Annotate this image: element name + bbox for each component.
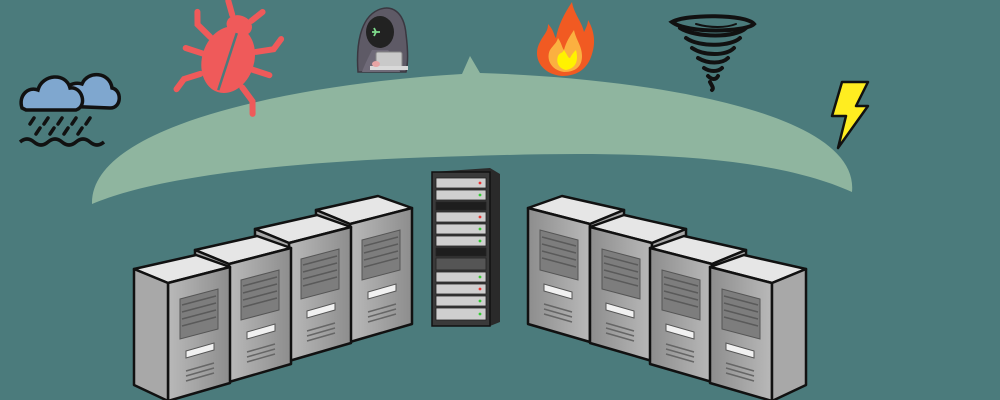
rack-unit: [435, 189, 487, 201]
rack-led: [478, 193, 482, 197]
rack-unit: [435, 201, 487, 211]
rack-unit: [435, 295, 487, 307]
malware-bug-icon: [173, 0, 285, 117]
rack-led: [478, 312, 482, 316]
rack-led: [478, 181, 482, 185]
rack-unit: [435, 235, 487, 247]
rack-unit: [435, 283, 487, 295]
tornado-icon: [668, 14, 757, 92]
server-tower-left-1: [132, 253, 232, 400]
protective-shield: [91, 56, 853, 204]
rack-unit: [435, 257, 487, 271]
rack-unit: [435, 247, 487, 257]
flood-storm-icon: [18, 73, 121, 147]
fire-icon: [536, 2, 595, 76]
rack-unit: [435, 307, 487, 321]
rack-unit: [435, 177, 487, 189]
rack-led: [478, 287, 482, 291]
rack-led: [478, 215, 482, 219]
hacker-icon: [356, 7, 409, 73]
rack-led: [478, 299, 482, 303]
rack-unit: [435, 223, 487, 235]
rack-led: [478, 239, 482, 243]
lightning-icon: [830, 80, 870, 150]
rack-unit: [435, 271, 487, 283]
rack-led: [478, 275, 482, 279]
server-tower-right-1: [708, 253, 808, 400]
rack-led: [478, 227, 482, 231]
rack-server-icon: [431, 168, 500, 327]
rack-unit: [435, 211, 487, 223]
